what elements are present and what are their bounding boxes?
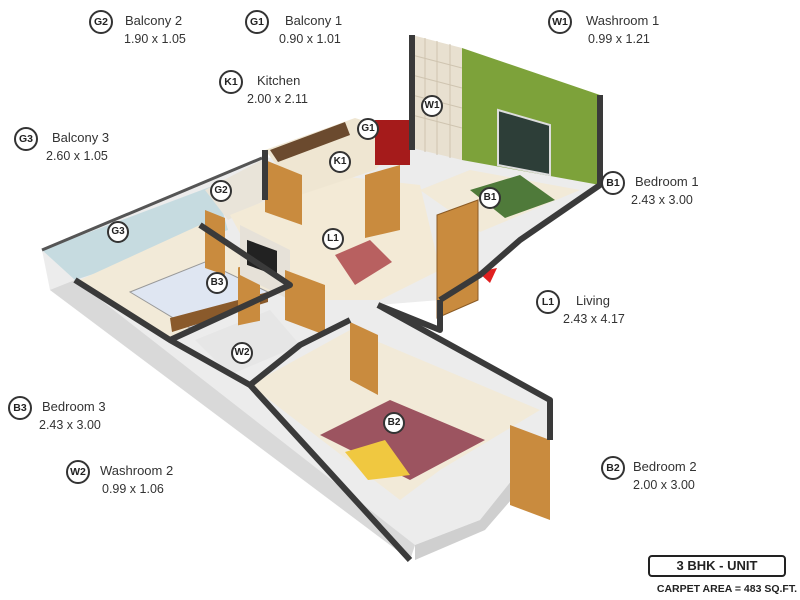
- sofa: [335, 240, 392, 285]
- tag-b2: B2: [383, 412, 405, 434]
- bedroom-2-pillows: [345, 440, 410, 480]
- legend-badge: K1: [219, 70, 243, 94]
- outer-wall-front: [50, 280, 415, 560]
- tag-w1: W1: [421, 95, 443, 117]
- bedroom-1-green-wall: [462, 48, 600, 185]
- balcony-2-floor: [205, 160, 265, 220]
- entry-door: [436, 199, 479, 319]
- tag-w2: W2: [231, 342, 253, 364]
- legend-dimension: 0.90 x 1.01: [279, 32, 341, 46]
- bedroom-1-window: [497, 108, 551, 177]
- balcony-3-glass: [42, 185, 228, 280]
- legend-dimension: 1.90 x 1.05: [124, 32, 186, 46]
- door-bedroom-3: [205, 210, 225, 275]
- unit-type-label: 3 BHK - UNIT: [648, 555, 786, 577]
- legend-badge: G1: [245, 10, 269, 34]
- legend-dimension: 2.00 x 3.00: [633, 478, 695, 492]
- legend-name: Kitchen: [257, 73, 301, 88]
- tag-l1: L1: [322, 228, 344, 250]
- legend-badge: B2: [601, 456, 625, 480]
- fridge: [375, 120, 410, 165]
- tag-g2: G2: [210, 180, 232, 202]
- legend-dimension: 2.60 x 1.05: [46, 149, 108, 163]
- legend-badge: B1: [601, 171, 625, 195]
- television: [247, 239, 277, 276]
- carpet-area-label: CARPET AREA = 483 SQ.FT.: [656, 583, 797, 595]
- tag-g1: G1: [357, 118, 379, 140]
- tag-b1: B1: [479, 187, 501, 209]
- tag-g3: G3: [107, 221, 129, 243]
- legend-name: Balcony 1: [285, 13, 343, 28]
- legend-badge: W1: [548, 10, 572, 34]
- legend-name: Balcony 2: [125, 13, 183, 28]
- door-wardrobe: [510, 425, 550, 520]
- legend-name: Living: [576, 293, 610, 308]
- legend-dimension: 2.00 x 2.11: [247, 92, 308, 106]
- balcony-rail: [41, 156, 263, 252]
- bedroom-2-bed: [320, 400, 485, 480]
- legend-name: Balcony 3: [52, 130, 110, 145]
- door-kitchen-right: [365, 165, 400, 238]
- tag-b3: B3: [206, 272, 228, 294]
- legend-dimension: 0.99 x 1.06: [102, 482, 164, 496]
- legend-dimension: 2.43 x 3.00: [39, 418, 101, 432]
- legend-dimension: 2.43 x 3.00: [631, 193, 693, 207]
- door-kitchen: [265, 160, 302, 225]
- door-living: [285, 270, 325, 335]
- legend-name: Bedroom 1: [635, 174, 699, 189]
- legend-badge: L1: [536, 290, 560, 314]
- bedroom-1-bed: [470, 175, 555, 218]
- legend-badge: B3: [8, 396, 32, 420]
- kitchen-counter: [270, 122, 350, 162]
- tag-k1: K1: [329, 151, 351, 173]
- walls: [73, 35, 603, 563]
- legend-dimension: 2.43 x 4.17: [563, 312, 625, 326]
- legend-name: Washroom 1: [586, 13, 660, 28]
- legend-badge: G2: [89, 10, 113, 34]
- legend-name: Washroom 2: [100, 463, 174, 478]
- legend-dimension: 0.99 x 1.21: [588, 32, 650, 46]
- legend-name: Bedroom 3: [42, 399, 106, 414]
- legend-name: Bedroom 2: [633, 459, 697, 474]
- door-bedroom-2: [350, 322, 378, 395]
- legend-badge: W2: [66, 460, 90, 484]
- outer-wall-right: [415, 440, 550, 560]
- legend-badge: G3: [14, 127, 38, 151]
